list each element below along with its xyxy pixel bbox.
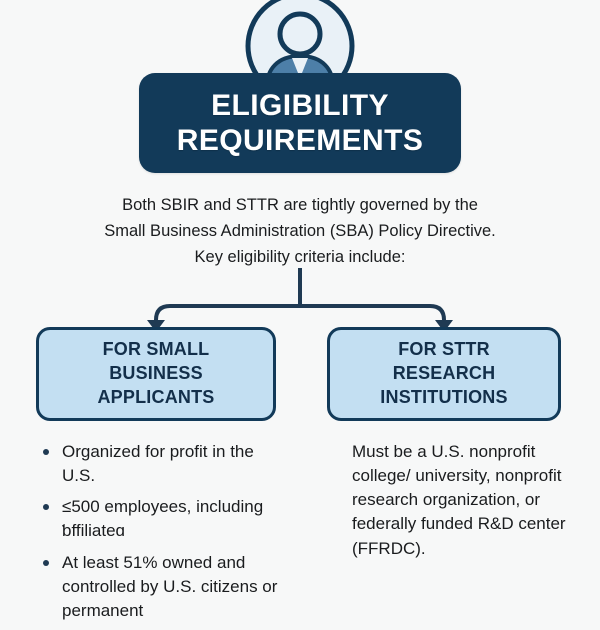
category-box-small-business: FOR SMALL BUSINESS APPLICANTS [36,327,276,421]
list-item: At least 51% owned and controlled by U.S… [40,551,290,623]
detail-column-small-business: Organized for profit in the U.S. ≤500 em… [40,440,290,630]
list-item: ≤500 employees, including ƅffiliateɑ [40,495,290,543]
branch-connector [147,268,453,332]
intro-line-2: Small Business Administration (SBA) Poli… [104,222,496,241]
intro-paragraph: Both SBIR and STTR are tightly governed … [40,192,560,270]
category-box-sttr-research: FOR STTR RESEARCH INSTITUTIONS [327,327,561,421]
infographic-canvas: ELIGIBILITY REQUIREMENTS Both SBIR and S… [36,0,567,620]
list-item: Organized for profit in the U.S. [40,440,290,488]
category-heading-line-2: BUSINESS [109,363,203,384]
category-heading-line-3: INSTITUTIONS [380,386,508,407]
page-title-line-2: REQUIREMENTS [176,124,424,157]
category-heading-line-1: FOR SMALL [102,339,210,360]
category-heading-line-1: FOR STTR [398,339,490,360]
criteria-list: Organized for profit in the U.S. ≤500 em… [40,440,290,623]
intro-line-3: Key eligibility criteria include: [194,248,406,267]
category-heading-line-3: APPLICANTS [97,386,215,407]
page-title-banner: ELIGIBILITY REQUIREMENTS [139,73,461,173]
criteria-paragraph: Must be a U.S. nonprofit college/ univer… [352,442,566,558]
category-heading-line-2: RESEARCH [392,363,496,384]
intro-line-1: Both SBIR and STTR are tightly governed … [122,196,478,214]
detail-column-sttr-research: Must be a U.S. nonprofit college/ univer… [352,440,567,561]
page-title-line-1: ELIGIBILITY [211,88,389,122]
